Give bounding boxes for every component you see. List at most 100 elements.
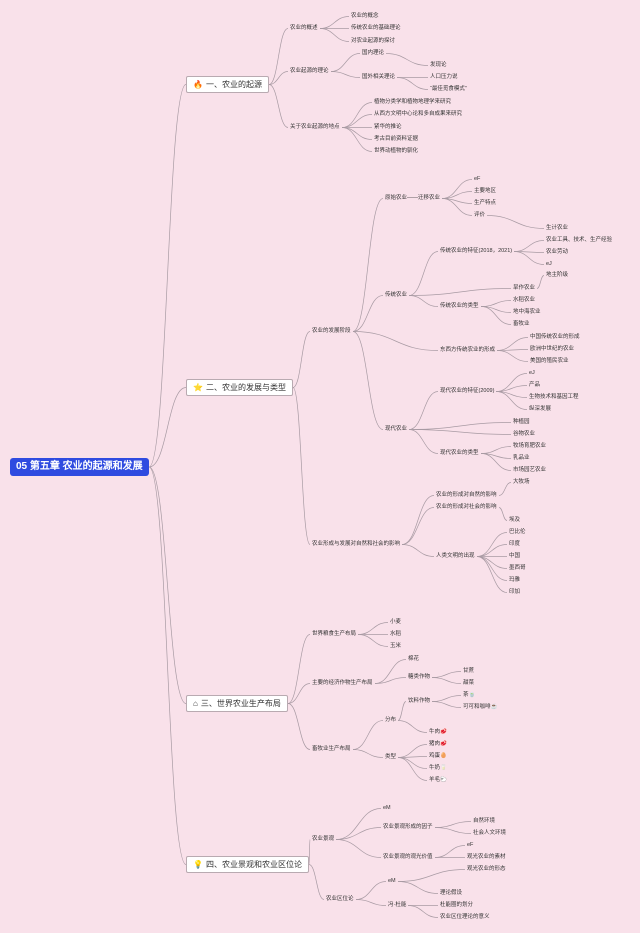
node[interactable]: 玉米 bbox=[390, 643, 402, 649]
node[interactable]: 牛肉🥩 bbox=[429, 729, 447, 735]
node[interactable]: 种植园 bbox=[513, 419, 530, 425]
node[interactable]: 地中海农业 bbox=[513, 309, 541, 315]
node[interactable]: 棉花 bbox=[408, 656, 420, 662]
node[interactable]: 市场园艺农业 bbox=[513, 467, 547, 473]
node[interactable]: 紧华的推论 bbox=[374, 124, 402, 130]
node[interactable]: 东西方传统农业的形成 bbox=[440, 347, 496, 353]
node[interactable]: 农业景观的观光价值 bbox=[383, 854, 433, 860]
node[interactable]: 美国的殖民农业 bbox=[530, 358, 569, 364]
branch-development[interactable]: ⭐二、农业的发展与类型 bbox=[186, 379, 293, 396]
node[interactable]: 农业的发展阶段 bbox=[312, 328, 351, 334]
node[interactable]: 农业工具、技术、生产经验 bbox=[546, 237, 613, 243]
node[interactable]: 冯·杜能 bbox=[388, 902, 407, 908]
node[interactable]: 杜能圈的划分 bbox=[440, 902, 474, 908]
node[interactable]: 人类文明的出现 bbox=[436, 553, 475, 559]
node[interactable]: 农业的概述 bbox=[290, 25, 318, 31]
node[interactable]: 茶🍵 bbox=[463, 692, 476, 698]
node[interactable]: 羊毛🐑 bbox=[429, 777, 447, 783]
node[interactable]: 传统农业的基础理论 bbox=[351, 25, 401, 31]
node[interactable]: 印度 bbox=[509, 541, 521, 547]
branch-layout[interactable]: ⌂三、世界农业生产布局 bbox=[186, 695, 288, 712]
node[interactable]: 现代农业的特征(2009) bbox=[440, 388, 495, 394]
node[interactable]: 玛雅 bbox=[509, 577, 521, 583]
node[interactable]: 农业景观 bbox=[312, 836, 335, 842]
node[interactable]: 发现论 bbox=[430, 62, 447, 68]
node[interactable]: 主要的经济作物生产布局 bbox=[312, 680, 373, 686]
node[interactable]: 埃及 bbox=[509, 517, 521, 523]
node[interactable]: 畜牧业生产布局 bbox=[312, 746, 351, 752]
node[interactable]: 植物分类学和植物地理学来研究 bbox=[374, 99, 452, 105]
node[interactable]: 生产特点 bbox=[474, 200, 497, 206]
node[interactable]: 糖类作物 bbox=[408, 674, 431, 680]
node[interactable]: 谷物农业 bbox=[513, 431, 536, 437]
node[interactable]: 自然环境 bbox=[473, 818, 496, 824]
node[interactable]: 国内理论 bbox=[362, 50, 385, 56]
node[interactable]: 农业区位理论的意义 bbox=[440, 914, 490, 920]
node[interactable]: 评价 bbox=[474, 212, 486, 218]
node[interactable]: 传统农业的特征(2018，2021) bbox=[440, 248, 513, 254]
node[interactable]: eJ bbox=[529, 370, 535, 376]
node[interactable]: 从西方文明中心论和多自成果来研究 bbox=[374, 111, 463, 117]
node[interactable]: 产品 bbox=[529, 382, 541, 388]
node[interactable]: 农业区位论 bbox=[326, 896, 354, 902]
node[interactable]: 地主阶级 bbox=[546, 272, 569, 278]
node[interactable]: 理论假设 bbox=[440, 890, 463, 896]
node[interactable]: 原始农业——迁移农业 bbox=[385, 195, 441, 201]
node[interactable]: eM bbox=[388, 878, 396, 884]
node[interactable]: 农业形成与发展对自然和社会的影响 bbox=[312, 541, 401, 547]
node[interactable]: 现代农业 bbox=[385, 426, 408, 432]
node[interactable]: 中国 bbox=[509, 553, 521, 559]
node[interactable]: “最佳觅食模式” bbox=[430, 86, 467, 92]
node[interactable]: 旱作农业 bbox=[513, 285, 536, 291]
node[interactable]: 类型 bbox=[385, 754, 397, 760]
node[interactable]: 农业的概念 bbox=[351, 13, 379, 19]
node[interactable]: 农业劳动 bbox=[546, 249, 569, 255]
node[interactable]: 纵深发展 bbox=[529, 406, 552, 412]
node[interactable]: 饮料作物 bbox=[408, 698, 431, 704]
node[interactable]: 牧场育肥农业 bbox=[513, 443, 547, 449]
node[interactable]: 考古目前资料证据 bbox=[374, 136, 419, 142]
branch-landscape[interactable]: 💡四、农业景观和农业区位论 bbox=[186, 856, 309, 873]
node[interactable]: 牛奶🥛 bbox=[429, 765, 447, 771]
node[interactable]: 社会人文环境 bbox=[473, 830, 507, 836]
node[interactable]: 农业的形成对自然的影响 bbox=[436, 492, 497, 498]
node[interactable]: 观光农业的素材 bbox=[467, 854, 506, 860]
node[interactable]: 农业景观形成的因子 bbox=[383, 824, 433, 830]
node[interactable]: 关于农业起源的地点 bbox=[290, 124, 340, 130]
node[interactable]: eM bbox=[383, 805, 391, 811]
node[interactable]: 世界动植物的驯化 bbox=[374, 148, 419, 154]
node[interactable]: eJ bbox=[546, 261, 552, 267]
node[interactable]: 巴比伦 bbox=[509, 529, 526, 535]
node[interactable]: 观光农业的形态 bbox=[467, 866, 506, 872]
node[interactable]: 可可和咖啡☕ bbox=[463, 704, 498, 710]
node[interactable]: 乳品业 bbox=[513, 455, 530, 461]
node[interactable]: 世界粮食生产布局 bbox=[312, 631, 357, 637]
node[interactable]: 对农业起源的探讨 bbox=[351, 38, 396, 44]
node[interactable]: 欧洲中世纪的农业 bbox=[530, 346, 575, 352]
node[interactable]: 国外相关理论 bbox=[362, 74, 396, 80]
node[interactable]: 畜牧业 bbox=[513, 321, 530, 327]
node[interactable]: 鸡蛋🥚 bbox=[429, 753, 447, 759]
node[interactable]: 印加 bbox=[509, 589, 521, 595]
node[interactable]: 现代农业的类型 bbox=[440, 450, 479, 456]
node[interactable]: 农业的形成对社会的影响 bbox=[436, 504, 497, 510]
node[interactable]: 人口压力说 bbox=[430, 74, 458, 80]
node[interactable]: 甜菜 bbox=[463, 680, 475, 686]
node[interactable]: 中国传统农业的形成 bbox=[530, 334, 580, 340]
node[interactable]: 水稻农业 bbox=[513, 297, 536, 303]
branch-origin[interactable]: 🔥一、农业的起源 bbox=[186, 76, 269, 93]
node[interactable]: 生物技术和基因工程 bbox=[529, 394, 579, 400]
node[interactable]: 甘蔗 bbox=[463, 668, 475, 674]
node[interactable]: 大牧场 bbox=[513, 479, 530, 485]
node[interactable]: eF bbox=[467, 842, 474, 848]
node[interactable]: eF bbox=[474, 176, 481, 182]
node[interactable]: 传统农业 bbox=[385, 292, 408, 298]
node[interactable]: 传统农业的类型 bbox=[440, 303, 479, 309]
node[interactable]: 小麦 bbox=[390, 619, 402, 625]
root-topic[interactable]: 05 第五章 农业的起源和发展 bbox=[10, 458, 149, 476]
node[interactable]: 水稻 bbox=[390, 631, 402, 637]
node[interactable]: 猪肉🥩 bbox=[429, 741, 447, 747]
node[interactable]: 生计农业 bbox=[546, 225, 569, 231]
node[interactable]: 农业起源的理论 bbox=[290, 68, 329, 74]
node[interactable]: 分布 bbox=[385, 717, 397, 723]
